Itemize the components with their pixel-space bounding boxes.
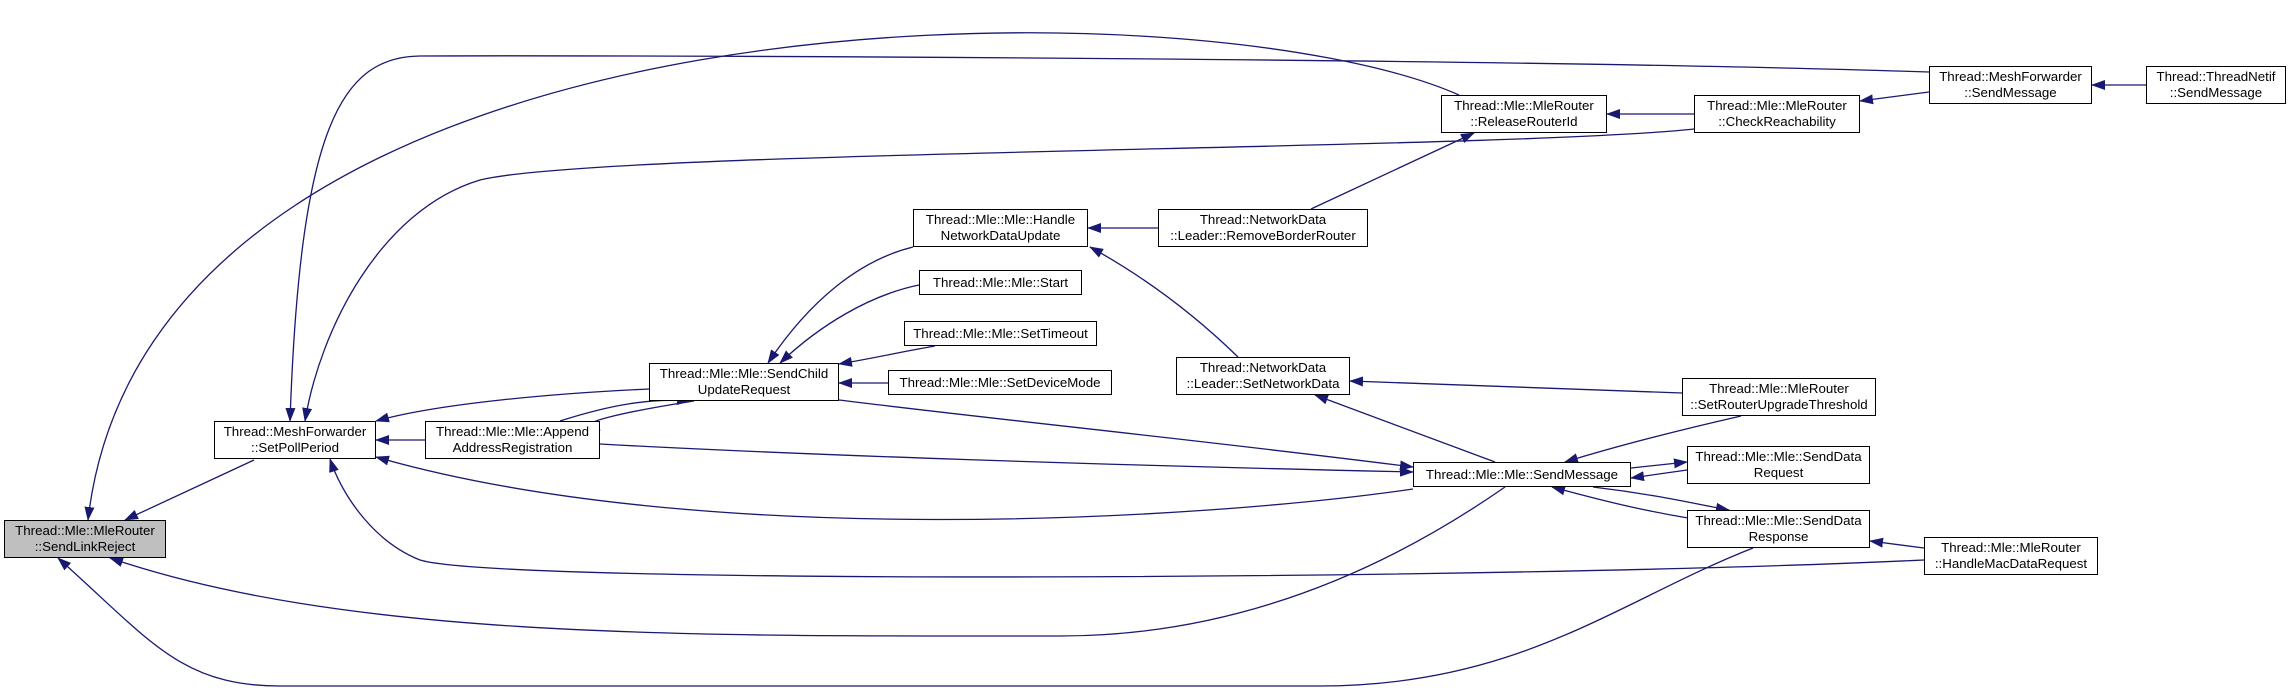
edge-send-data-response-to-send-link-reject xyxy=(57,547,1754,687)
node-label-line: NetworkDataUpdate xyxy=(940,228,1061,243)
node-label-line: ::SetRouterUpgradeThreshold xyxy=(1690,397,1868,412)
node-mle-start[interactable]: Thread::Mle::Mle::Start xyxy=(919,270,1082,295)
node-append-address-registration[interactable]: Thread::Mle::Mle::Append AddressRegistra… xyxy=(425,421,600,459)
edge-send-child-update-request-to-append-address-registration xyxy=(586,400,695,434)
node-label-line: ::Leader::SetNetworkData xyxy=(1186,376,1340,391)
edge-set-network-data-to-handle-network-data-update xyxy=(1089,246,1239,358)
edge-set-router-upgrade-threshold-to-mle-send-message xyxy=(1564,415,1742,463)
edge-send-data-request-to-mle-send-message xyxy=(1630,469,1688,482)
node-send-data-request[interactable]: Thread::Mle::Mle::SendData Request xyxy=(1687,446,1870,484)
edge-mle-send-message-to-send-data-response xyxy=(1592,486,1730,513)
node-set-device-mode[interactable]: Thread::Mle::Mle::SetDeviceMode xyxy=(888,370,1112,395)
node-mle-send-message[interactable]: Thread::Mle::Mle::SendMessage xyxy=(1413,462,1631,487)
edge-handle-network-data-update-to-send-child-update-request xyxy=(767,246,914,364)
edge-mle-send-message-to-send-link-reject xyxy=(109,486,1506,637)
node-label-line: Response xyxy=(1748,529,1809,544)
edge-remove-border-router-to-release-router-id xyxy=(1310,132,1475,210)
edge-set-router-upgrade-threshold-to-set-network-data xyxy=(1349,376,1683,394)
node-label-line: Thread::Mle::MleRouter xyxy=(15,523,155,538)
edge-send-child-update-request-to-mle-send-message xyxy=(838,399,1414,471)
node-label-line: ::SetPollPeriod xyxy=(251,440,339,455)
node-label-line: ::SendMessage xyxy=(1964,85,2057,100)
edge-release-router-id-to-send-link-reject xyxy=(84,32,1460,521)
edge-set-poll-period-to-send-link-reject xyxy=(124,459,255,521)
edge-mle-send-message-to-set-network-data xyxy=(1314,394,1496,463)
node-handle-network-data-update[interactable]: Thread::Mle::Mle::Handle NetworkDataUpda… xyxy=(913,209,1088,247)
edge-mle-send-message-to-send-data-request xyxy=(1630,458,1688,469)
node-label-line: ::ReleaseRouterId xyxy=(1470,114,1578,129)
node-label-line: Thread::Mle::Mle::SendData xyxy=(1695,513,1862,528)
edge-send-child-update-request-to-set-poll-period xyxy=(375,388,650,423)
edge-handle-mac-data-request-to-send-data-response xyxy=(1869,537,1925,549)
node-set-timeout[interactable]: Thread::Mle::Mle::SetTimeout xyxy=(904,321,1097,346)
node-send-data-response[interactable]: Thread::Mle::Mle::SendData Response xyxy=(1687,510,1870,548)
node-label-line: Thread::Mle::MleRouter xyxy=(1941,540,2081,555)
node-label-line: Thread::NetworkData xyxy=(1199,212,1327,227)
node-handle-mac-data-request[interactable]: Thread::Mle::MleRouter ::HandleMacDataRe… xyxy=(1924,537,2098,575)
edge-check-reachability-to-set-poll-period xyxy=(302,128,1695,422)
node-set-poll-period[interactable]: Thread::MeshForwarder ::SetPollPeriod xyxy=(214,421,376,459)
node-check-reachability[interactable]: Thread::Mle::MleRouter ::CheckReachabili… xyxy=(1694,95,1860,133)
node-set-network-data[interactable]: Thread::NetworkData ::Leader::SetNetwork… xyxy=(1176,357,1350,395)
node-label-line: Thread::Mle::Mle::Handle xyxy=(925,212,1076,227)
node-label-line: Thread::Mle::MleRouter xyxy=(1707,98,1847,113)
edge-set-timeout-to-send-child-update-request xyxy=(838,345,936,367)
node-label-line: Thread::Mle::Mle::SetDeviceMode xyxy=(899,374,1101,390)
node-label-line: Thread::Mle::MleRouter xyxy=(1454,98,1594,113)
edge-send-data-response-to-mle-send-message xyxy=(1551,485,1689,519)
edge-mle-start-to-send-child-update-request xyxy=(779,284,920,364)
edge-append-address-registration-to-send-child-update-request xyxy=(559,395,691,422)
node-set-router-upgrade-threshold[interactable]: Thread::Mle::MleRouter ::SetRouterUpgrad… xyxy=(1682,378,1876,416)
node-label-line: ::CheckReachability xyxy=(1718,114,1836,129)
node-remove-border-router[interactable]: Thread::NetworkData ::Leader::RemoveBord… xyxy=(1158,209,1368,247)
node-label-line: Thread::NetworkData xyxy=(1199,360,1327,375)
node-send-link-reject[interactable]: Thread::Mle::MleRouter ::SendLinkReject xyxy=(4,520,166,558)
node-label-line: Thread::MeshForwarder xyxy=(223,424,367,439)
node-send-child-update-request[interactable]: Thread::Mle::Mle::SendChild UpdateReques… xyxy=(649,363,839,401)
edge-handle-mac-data-request-to-set-poll-period xyxy=(329,458,1925,578)
node-label-line: ::SendLinkReject xyxy=(34,539,136,554)
node-label-line: Request xyxy=(1753,465,1804,480)
edge-mesh-send-message-to-set-poll-period xyxy=(285,55,1930,422)
node-label-line: Thread::MeshForwarder xyxy=(1939,69,2082,84)
node-label-line: Thread::Mle::Mle::SendChild xyxy=(659,366,829,381)
node-label-line: Thread::Mle::Mle::SendMessage xyxy=(1425,466,1619,482)
edge-mesh-send-message-to-check-reachability xyxy=(1859,91,1930,105)
node-label-line: ::Leader::RemoveBorderRouter xyxy=(1170,228,1356,243)
node-netif-send-message[interactable]: Thread::ThreadNetif ::SendMessage xyxy=(2146,66,2286,104)
edge-mle-send-message-to-set-poll-period xyxy=(375,455,1414,521)
node-label-line: Thread::Mle::MleRouter xyxy=(1709,381,1849,396)
node-label-line: ::SendMessage xyxy=(2169,85,2263,100)
node-label-line: UpdateRequest xyxy=(697,382,791,397)
node-label-line: Thread::ThreadNetif xyxy=(2156,69,2276,84)
node-label-line: AddressRegistration xyxy=(452,440,573,455)
node-release-router-id[interactable]: Thread::Mle::MleRouter ::ReleaseRouterId xyxy=(1441,95,1607,133)
node-label-line: ::HandleMacDataRequest xyxy=(1934,556,2088,571)
node-label-line: Thread::Mle::Mle::SendData xyxy=(1695,449,1862,464)
node-label-line: Thread::Mle::Mle::Start xyxy=(932,274,1069,290)
edge-append-address-registration-to-mle-send-message xyxy=(599,443,1414,477)
node-label-line: Thread::Mle::Mle::SetTimeout xyxy=(913,325,1088,341)
node-label-line: Thread::Mle::Mle::Append xyxy=(436,424,589,439)
node-mesh-send-message[interactable]: Thread::MeshForwarder ::SendMessage xyxy=(1929,66,2092,104)
